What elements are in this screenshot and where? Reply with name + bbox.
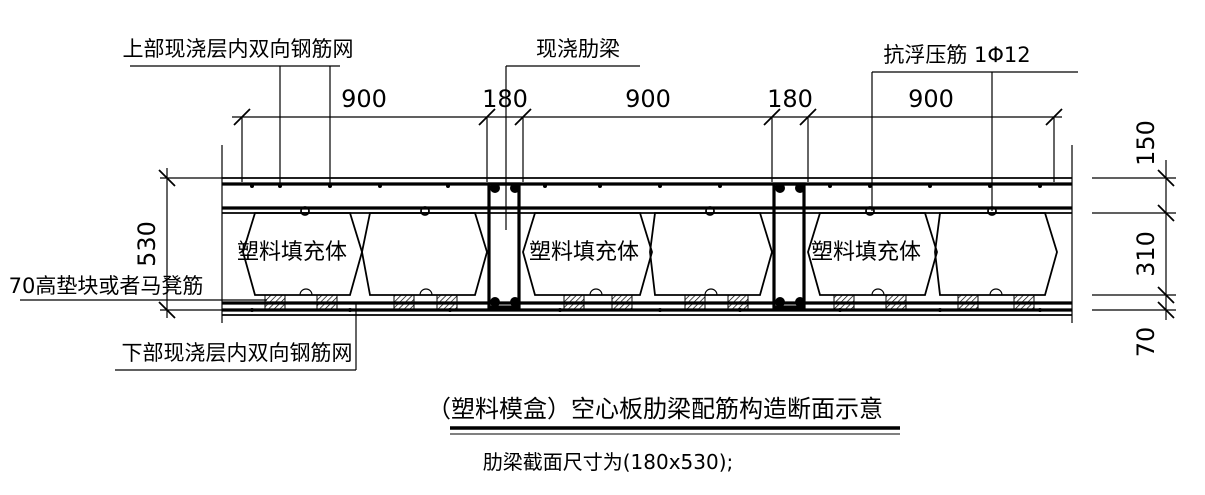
drawing-title: （塑料模盒）空心板肋梁配筋构造断面示意 — [427, 395, 883, 423]
support-blocks — [264, 294, 1035, 310]
right-dimension — [1092, 160, 1176, 320]
dim-span-3: 900 — [908, 85, 954, 113]
dim-bottom-layer: 70 — [1132, 327, 1160, 358]
dim-top-layer: 150 — [1132, 120, 1160, 166]
dim-rib-1: 180 — [482, 85, 528, 113]
dim-span-1: 900 — [341, 85, 387, 113]
dim-span-2: 900 — [625, 85, 671, 113]
rib-beam-label: 现浇肋梁 — [536, 37, 620, 61]
dim-total-height: 530 — [133, 221, 161, 267]
anti-float-label: 抗浮压筋 1Φ12 — [883, 43, 1030, 67]
leader-lines — [20, 65, 1078, 371]
slab-outline — [221, 145, 1073, 323]
support-label: 70高垫块或者马凳筋 — [9, 274, 204, 298]
dim-middle-layer: 310 — [1132, 231, 1160, 277]
top-mesh-label: 上部现浇层内双向钢筋网 — [123, 37, 354, 61]
dim-rib-2: 180 — [767, 85, 813, 113]
section-note: 肋梁截面尺寸为(180x530); — [483, 450, 734, 474]
mesh-rebar-dots — [250, 184, 1042, 312]
filler-label-2: 塑料填充体 — [529, 240, 639, 265]
filler-label-1: 塑料填充体 — [237, 240, 347, 265]
top-dimension-chain — [232, 108, 1063, 182]
left-dimension — [158, 168, 222, 319]
rib-beam-2 — [772, 182, 806, 309]
filler-boxes — [242, 206, 1058, 296]
rib-beam-1 — [487, 182, 521, 309]
filler-label-3: 塑料填充体 — [811, 240, 921, 265]
bottom-mesh-label: 下部现浇层内双向钢筋网 — [122, 341, 353, 365]
